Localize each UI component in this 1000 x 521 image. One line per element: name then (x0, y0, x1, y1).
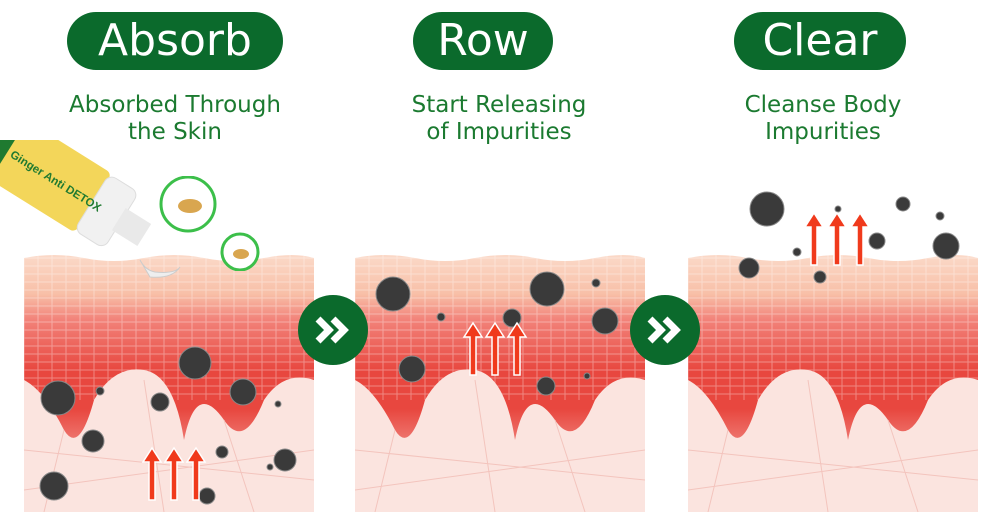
red-up-arrow-icon (826, 211, 848, 266)
impurity-sphere-icon (738, 257, 760, 279)
impurity-sphere-icon (935, 211, 945, 221)
red-up-arrow-icon (803, 211, 825, 266)
impurity-sphere-icon (591, 307, 619, 335)
impurity-sphere-icon (591, 278, 601, 288)
subtitle-line: the Skin (128, 119, 222, 145)
red-up-arrow-icon (849, 211, 871, 266)
subtitle-line: Impurities (765, 119, 881, 145)
impurity-sphere-icon (398, 355, 426, 383)
next-step-button (630, 295, 700, 365)
impurity-sphere-icon (273, 448, 297, 472)
impurity-sphere-icon (868, 232, 886, 250)
double-chevron-right-icon (647, 316, 681, 344)
impurity-sphere-icon (375, 276, 411, 312)
impurity-sphere-icon (536, 376, 556, 396)
impurity-sphere-icon (749, 191, 785, 227)
impurity-sphere-icon (813, 270, 827, 284)
impurity-sphere-icon (266, 463, 274, 471)
impurity-sphere-icon (792, 247, 802, 257)
subtitle-line: Absorbed Through (69, 92, 281, 118)
step-title-absorb: Absorb (67, 12, 283, 70)
red-up-arrow-icon (484, 321, 506, 376)
impurity-sphere-icon (198, 487, 216, 505)
next-step-button (298, 295, 368, 365)
red-up-arrow-icon (506, 321, 528, 376)
subtitle-line: of Impurities (426, 119, 572, 145)
skin-panel-row (355, 250, 645, 512)
impurity-sphere-icon (274, 400, 282, 408)
red-up-arrow-icon (141, 446, 163, 501)
impurity-sphere-icon (150, 392, 170, 412)
impurity-sphere-icon (932, 232, 960, 260)
impurity-sphere-icon (40, 380, 76, 416)
impurity-sphere-icon (529, 271, 565, 307)
impurity-sphere-icon (95, 386, 105, 396)
ginger-bubble-icon (159, 176, 260, 271)
product-tube-image: Ginger Anti DETOX (0, 140, 181, 278)
red-up-arrow-icon (185, 446, 207, 501)
subtitle-line: Start Releasing (411, 92, 587, 118)
impurity-sphere-icon (583, 372, 591, 380)
impurity-sphere-icon (215, 445, 229, 459)
impurity-sphere-icon (895, 196, 911, 212)
impurity-sphere-icon (178, 346, 212, 380)
impurity-sphere-icon (39, 471, 69, 501)
skin-panel-clear (688, 250, 978, 512)
double-chevron-right-icon (315, 316, 349, 344)
step-title-row: Row (413, 12, 553, 70)
impurity-sphere-icon (834, 205, 842, 213)
impurity-sphere-icon (436, 312, 446, 322)
subtitle-line: Cleanse Body (744, 92, 902, 118)
impurity-sphere-icon (81, 429, 105, 453)
red-up-arrow-icon (163, 446, 185, 501)
step-title-clear: Clear (734, 12, 906, 70)
impurity-sphere-icon (229, 378, 257, 406)
red-up-arrow-icon (462, 321, 484, 376)
